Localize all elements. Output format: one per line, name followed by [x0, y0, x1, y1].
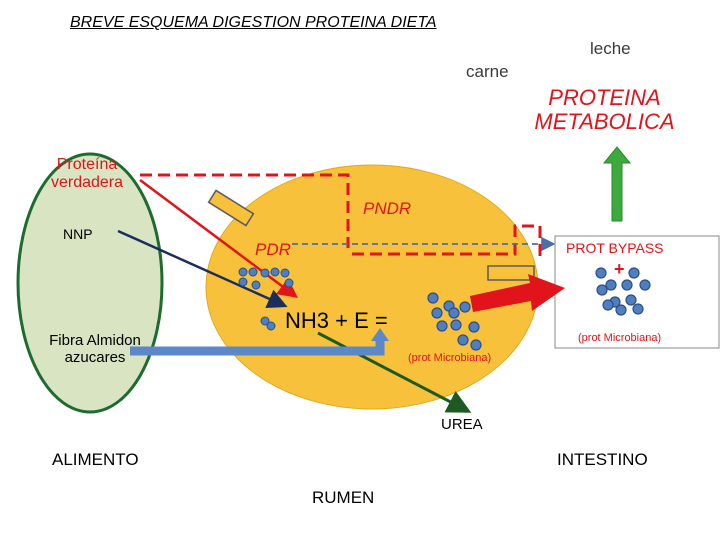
feed-ellipse — [16, 152, 164, 414]
pndr-dashed-to-intestine — [352, 224, 542, 256]
source-milk-label: leche — [590, 39, 631, 58]
rumen-microbial-protein-label: (prot Microbiana) — [408, 352, 492, 364]
feed-label: ALIMENTO — [52, 450, 139, 469]
energy-flow-arrow — [130, 340, 385, 356]
pdr-cells — [238, 267, 294, 331]
diagram-title: BREVE ESQUEMA DIGESTION PROTEINA DIETA — [70, 14, 437, 31]
npn-label: NNP — [63, 226, 93, 242]
pndr-label: PNDR — [363, 199, 412, 218]
rumen-entry-pipe — [207, 189, 255, 227]
source-meat-label: carne — [466, 62, 509, 81]
carbohydrates-label: Fibra Almidon azucares — [49, 332, 141, 366]
intestine-label: INTESTINO — [557, 450, 648, 469]
rumen-exit-pipe — [487, 265, 535, 281]
intestine-microbial-protein-label: (prot Microbiana) — [578, 332, 662, 344]
energy-flow-arrowhead — [371, 328, 389, 341]
intestine-box — [554, 235, 720, 349]
pdr-label: PDR — [255, 240, 291, 259]
metabolic-protein-label: PROTEINA METABOLICA — [534, 85, 675, 135]
nh3-to-urea-arrow — [317, 331, 472, 413]
nh3-equation-label: NH3 + E = — [285, 308, 388, 333]
true-protein-label: Proteína verdadera — [50, 156, 124, 191]
metabolic-protein-arrow — [602, 146, 632, 222]
pndr-dashed-line — [140, 173, 350, 248]
intestine-microbial-cells — [595, 267, 651, 316]
urea-label: UREA — [441, 416, 483, 433]
rumen-label: RUMEN — [312, 488, 375, 507]
npn-to-nh3-arrow — [117, 229, 288, 308]
rumen-microbial-cells — [427, 292, 482, 351]
plus-sign: + — [614, 259, 625, 279]
bypass-protein-label: PROT BYPASS — [566, 240, 664, 256]
bypass-arrow — [470, 274, 565, 312]
